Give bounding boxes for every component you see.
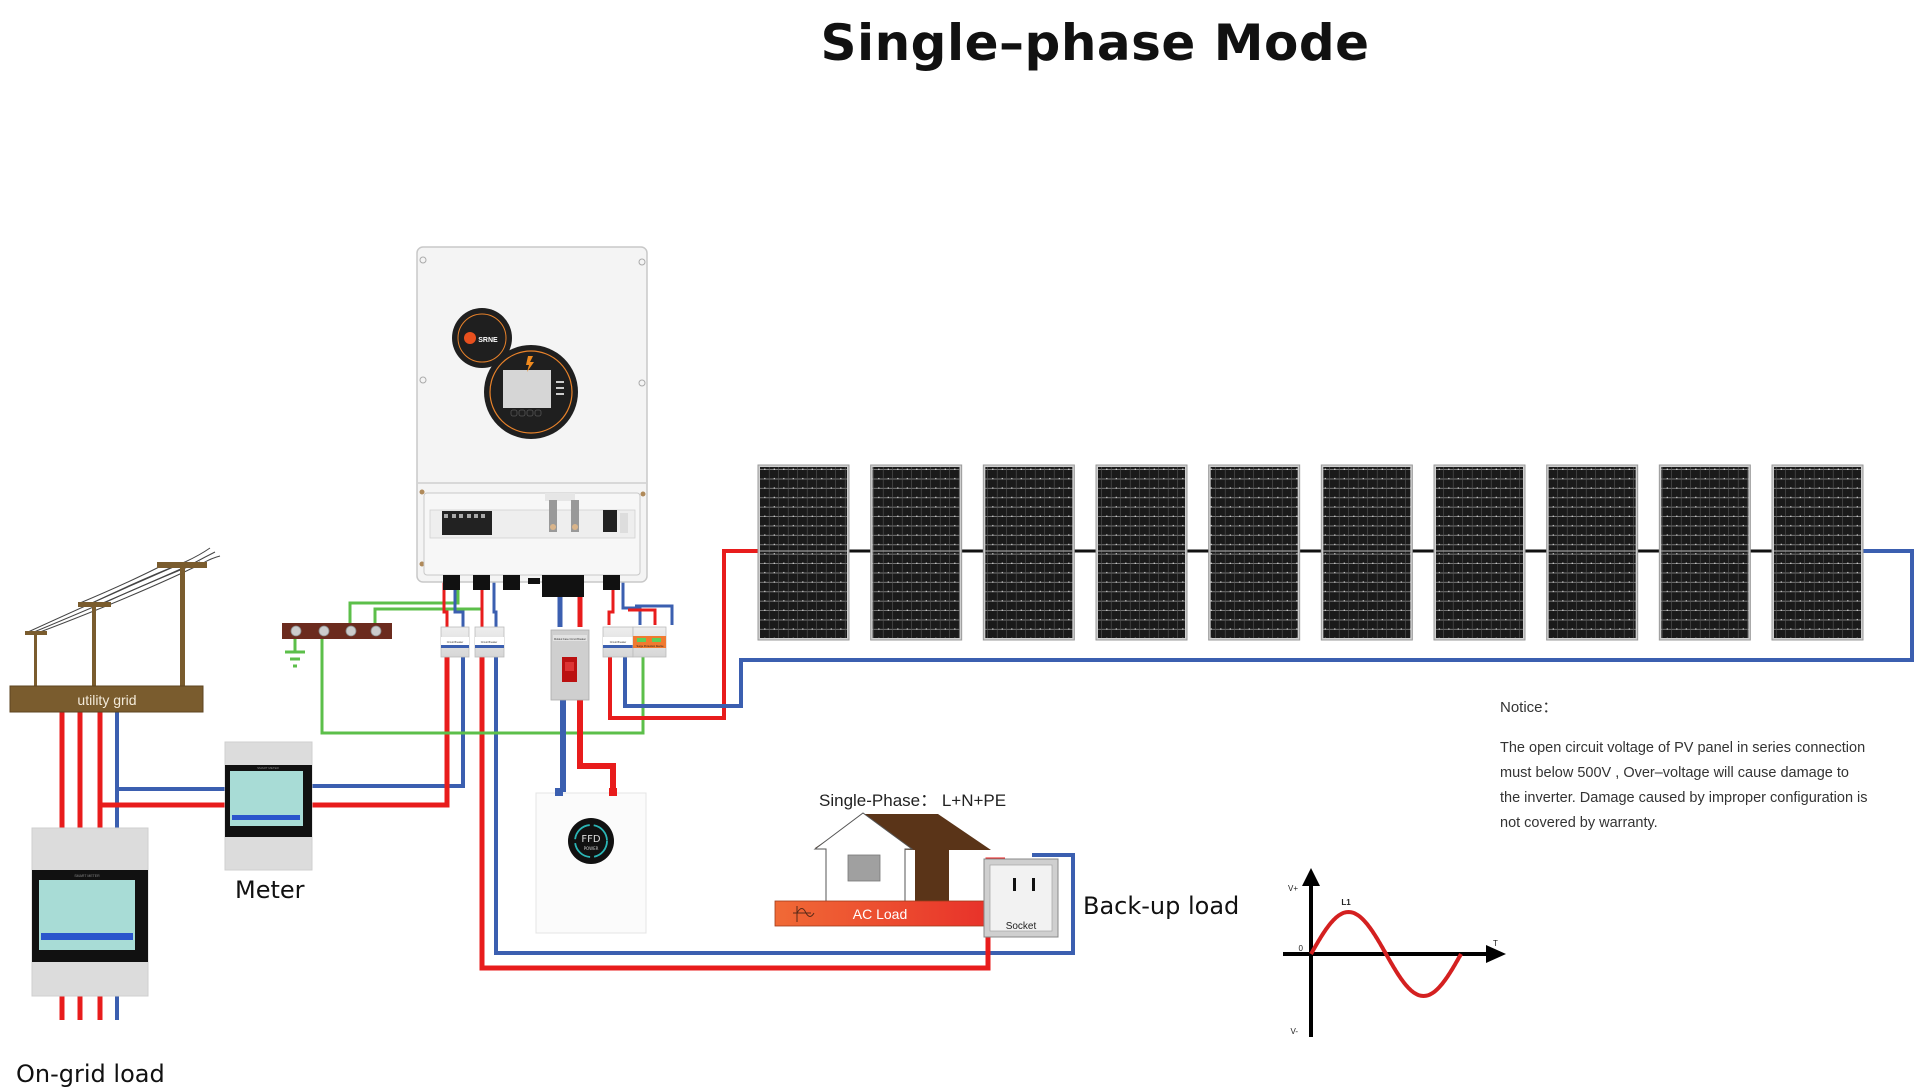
page-title: Single–phase Mode bbox=[820, 14, 1370, 72]
inverter-terminal-panel bbox=[423, 492, 641, 576]
grid-feed-wires bbox=[59, 712, 119, 1020]
notice-line: must below 500V , Over–voltage will caus… bbox=[1500, 765, 1849, 781]
backup-circuit-breaker: Circuit Breaker bbox=[474, 626, 505, 658]
on-grid-load-label: On-grid load bbox=[16, 1060, 165, 1088]
x-axis-label: T bbox=[1493, 939, 1498, 948]
inverter-brand-label: SRNE bbox=[478, 337, 498, 344]
pv-panel bbox=[1095, 464, 1188, 641]
menu-icon bbox=[556, 381, 564, 395]
meter-label: Meter bbox=[235, 876, 305, 904]
surge-protection-label: Surge Protection Device bbox=[637, 645, 665, 648]
notice-line: not covered by warranty. bbox=[1500, 815, 1658, 831]
single-phase-spec-label: Single-Phase： L+N+PE bbox=[819, 791, 1007, 810]
pv-array bbox=[757, 464, 1864, 641]
series-label: L1 bbox=[1341, 898, 1351, 907]
battery-molded-case-breaker: Molded Case Circuit Breaker bbox=[550, 629, 590, 701]
pv-panel bbox=[1208, 464, 1301, 641]
pv-panel bbox=[870, 464, 963, 641]
grid-circuit-breaker: Circuit Breaker bbox=[440, 626, 470, 658]
notice-line: the inverter. Damage caused by improper … bbox=[1500, 790, 1868, 806]
x-axis-arrow bbox=[1486, 945, 1506, 963]
notice-line: The open circuit voltage of PV panel in … bbox=[1500, 740, 1866, 756]
battery-brand-line2: POWER bbox=[584, 846, 599, 851]
sine-wave-icon bbox=[793, 906, 815, 922]
notice-heading: Notice： bbox=[1500, 699, 1558, 716]
pv-panel bbox=[1546, 464, 1639, 641]
busbar-screws bbox=[290, 625, 382, 637]
battery: FFD POWER bbox=[535, 788, 647, 934]
grid-meter: SMART METER bbox=[224, 741, 313, 871]
pv-panel bbox=[1771, 464, 1864, 641]
utility-grid-base bbox=[9, 685, 204, 713]
cable-glands bbox=[443, 575, 620, 597]
meter-input-wires bbox=[100, 787, 225, 808]
earth-busbar bbox=[282, 623, 392, 639]
notice-body: The open circuit voltage of PV panel in … bbox=[1500, 736, 1920, 836]
ac-load: AC Load bbox=[774, 812, 991, 927]
pv-panel bbox=[1320, 464, 1413, 641]
power-lines bbox=[27, 547, 221, 633]
y-top-label: V+ bbox=[1288, 884, 1298, 893]
pv-panel bbox=[757, 464, 850, 641]
battery-logo: FFD POWER bbox=[568, 818, 614, 864]
molded-breaker-label: Molded Case Circuit Breaker bbox=[554, 638, 586, 641]
hybrid-inverter: SRNE bbox=[416, 246, 648, 597]
pv-circuit-breaker: Circuit Breaker bbox=[602, 626, 634, 658]
utility-pole-2 bbox=[78, 602, 111, 692]
utility-grid-label: utility grid bbox=[77, 692, 136, 708]
utility-pole-3 bbox=[157, 562, 207, 692]
pv-panel bbox=[1658, 464, 1751, 641]
y-bottom-label: V- bbox=[1290, 1027, 1298, 1036]
inverter-buttons bbox=[510, 409, 542, 417]
meter-to-breaker-wires bbox=[312, 657, 465, 808]
surge-protection-device: Surge Protection Device bbox=[632, 626, 667, 658]
backup-breaker-label: Circuit Breaker bbox=[481, 641, 498, 644]
pv-panel bbox=[1433, 464, 1526, 641]
inverter-logo-badge: SRNE bbox=[452, 308, 512, 368]
grid-meter-brand: SMART METER bbox=[257, 766, 280, 770]
utility-pole-1 bbox=[25, 631, 47, 692]
ac-load-label: AC Load bbox=[853, 906, 907, 922]
battery-brand-line1: FFD bbox=[581, 834, 601, 845]
socket: Socket bbox=[983, 858, 1059, 938]
lightning-icon bbox=[526, 356, 534, 372]
sine-wave-l1 bbox=[1309, 909, 1463, 999]
load-meter-brand: SMART METER bbox=[74, 874, 100, 878]
pv-panel bbox=[982, 464, 1075, 641]
on-grid-load-meter: SMART METER bbox=[31, 827, 149, 997]
utility-grid: utility grid bbox=[9, 547, 221, 713]
socket-label: Socket bbox=[1006, 921, 1037, 932]
voltage-waveform: V+ V- 0 T L1 bbox=[1283, 868, 1506, 1037]
backup-load-label: Back-up load bbox=[1083, 892, 1240, 920]
inverter-display bbox=[484, 345, 578, 439]
grid-breaker-label: Circuit Breaker bbox=[447, 641, 464, 644]
origin-label: 0 bbox=[1299, 944, 1304, 953]
y-axis-arrow bbox=[1302, 868, 1320, 886]
pv-breaker-label: Circuit Breaker bbox=[610, 641, 627, 644]
